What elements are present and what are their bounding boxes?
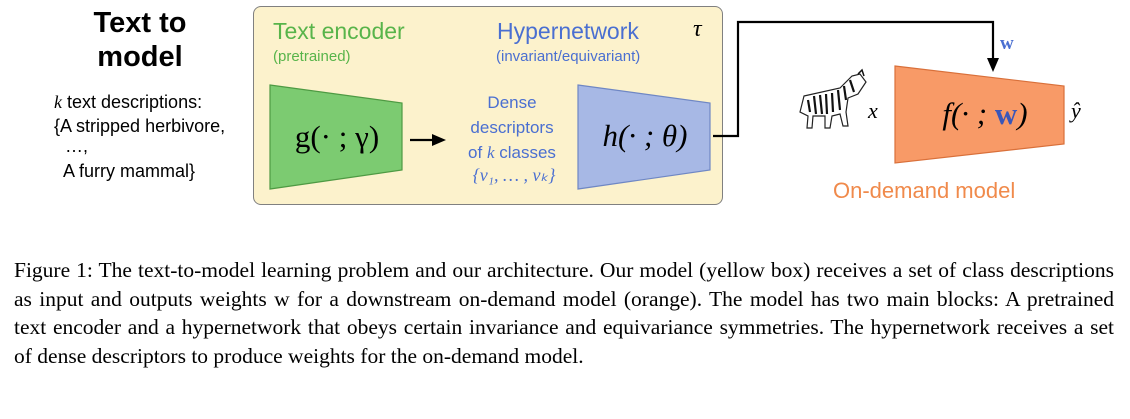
descriptors-line-2: descriptors [470, 118, 554, 137]
hypernetwork-block [577, 84, 711, 190]
weights-label: w [1000, 33, 1014, 54]
title-line-1: Text to [93, 7, 187, 39]
encoder-function-label: g(· ; γ) [294, 119, 380, 154]
descriptors-line-3: of k classes [468, 143, 556, 162]
weights-connector-line [713, 20, 995, 138]
descriptors-line-1: Dense [487, 93, 537, 112]
description-first: {A stripped herbivore, [54, 116, 226, 136]
hypernetwork-function-label: h(· ; θ) [602, 118, 688, 153]
input-x-label: x [868, 98, 878, 123]
figure-caption: Figure 1: The text-to-model learning pro… [14, 258, 1114, 368]
hypernetwork-heading: Hypernetwork [497, 18, 639, 44]
text-descriptions-label: k text descriptions: [54, 90, 202, 114]
on-demand-function-label: f(· ; w) [942, 96, 1028, 131]
text-encoder-block [269, 84, 403, 190]
tau-label: τ [693, 16, 702, 42]
descriptor-set-label: {v₁, … , vₖ} [472, 165, 556, 185]
encoder-arrow-head [432, 134, 446, 146]
text-encoder-subheading: (pretrained) [273, 48, 351, 65]
diagram-shapes [269, 20, 1065, 190]
k-symbol: k [54, 92, 62, 112]
weights-arrow-head [987, 58, 999, 72]
output-yhat-label: ŷ [1071, 98, 1081, 123]
title-line-2: model [97, 41, 183, 73]
on-demand-model-block [894, 65, 1065, 164]
hypernetwork-subheading: (invariant/equivariant) [496, 48, 641, 65]
description-ellipsis: …, [65, 136, 89, 156]
diagram-title: Text to model [76, 6, 204, 74]
dense-descriptors-label: Dense descriptors of k classes [452, 90, 572, 165]
on-demand-model-label: On-demand model [833, 178, 1016, 203]
text-encoder-heading: Text encoder [273, 18, 405, 44]
text-descriptions-text: text descriptions: [67, 92, 203, 112]
zebra-icon [799, 68, 867, 129]
description-last: A furry mammal} [63, 161, 196, 181]
